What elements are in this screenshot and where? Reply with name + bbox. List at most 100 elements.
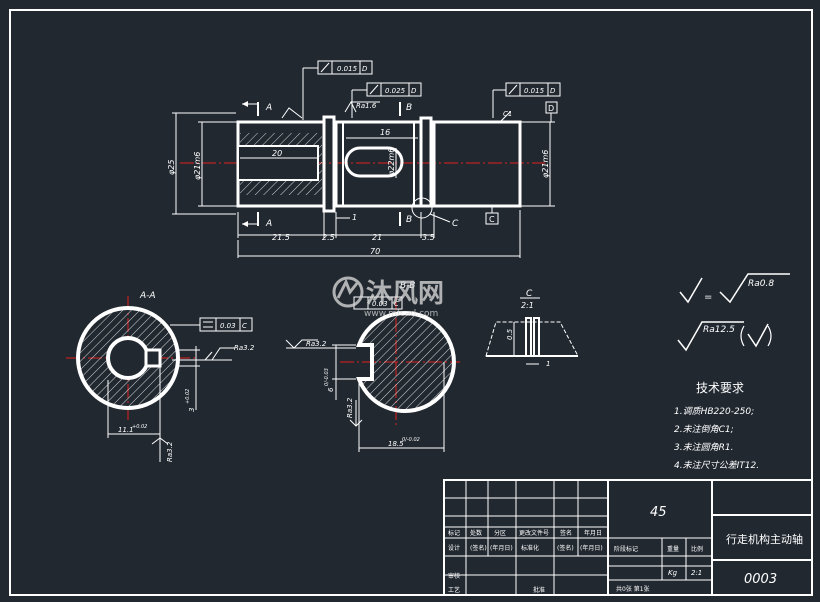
bb-symmetry-frame xyxy=(353,296,403,310)
watermark-logo-icon xyxy=(332,276,364,308)
dim-3-5: 3.5 xyxy=(422,233,435,242)
tol-1-value: 0.015 xyxy=(337,65,358,73)
aa-symmetry-datum: C xyxy=(242,322,247,330)
legend-eq: = xyxy=(704,292,712,303)
datum-c-text: C xyxy=(489,215,495,224)
collar xyxy=(419,116,433,208)
cut-label-b-bottom: B xyxy=(406,215,412,225)
tol-1-datum: D xyxy=(362,65,368,73)
tb-label: 设计 xyxy=(448,544,460,552)
legend-other: Ra12.5 xyxy=(703,325,735,335)
bb-symmetry-value: 0.03 xyxy=(372,300,388,308)
runout-icon xyxy=(369,84,379,95)
key-slot xyxy=(344,146,404,178)
tol-frame-1 xyxy=(317,60,373,75)
tech-req-item: 2.未注倒角C1; xyxy=(674,424,734,435)
tb-label: 分区 xyxy=(494,529,506,537)
tech-req-title: 技术要求 xyxy=(696,381,744,395)
tb-drawing-no: 0003 xyxy=(744,572,777,587)
dim-slot-gap: 1 xyxy=(352,213,357,222)
cut-label-a-bottom: A xyxy=(265,219,272,229)
aa-bore xyxy=(106,336,150,380)
tb-process: 工艺 xyxy=(448,586,460,594)
watermark-brand: 沐风网 xyxy=(366,279,444,309)
detail-dim-1: 1 xyxy=(546,360,550,368)
detail-c-title: C xyxy=(526,289,533,299)
aa-depth-tol: +0.02 xyxy=(132,424,147,430)
bb-symmetry-datum: C xyxy=(394,300,399,308)
dim-bore-20: 20 xyxy=(272,149,282,158)
check-icon xyxy=(679,277,703,304)
bb-roughness-left: Ra3.2 xyxy=(306,340,327,348)
section-aa-title: A-A xyxy=(139,291,156,301)
aa-symmetry-frame xyxy=(199,317,253,332)
detail-c: C 2:1 0.5 1 xyxy=(485,289,579,368)
dim-70: 70 xyxy=(370,247,380,256)
title-block: 标记 处数 分区 更改文件号 签名 年月日 设计 (签名) (年月日) 标准化 … xyxy=(443,479,813,596)
tb-label: (年月日) xyxy=(580,544,603,552)
roughness-symbol xyxy=(344,100,357,113)
watermark: 沐风网 www.mfcad.com xyxy=(332,276,444,319)
dim-slot-16: 16 xyxy=(380,128,390,137)
check-icon xyxy=(747,323,769,348)
aa-depth: 11.1 xyxy=(118,426,134,434)
roughness-symbol xyxy=(293,339,318,349)
tol-3-value: 0.015 xyxy=(524,87,545,95)
tol-3-datum: D xyxy=(550,87,556,95)
detail-c-scale: 2:1 xyxy=(521,301,534,310)
tb-label: 签名 xyxy=(560,529,572,537)
aa-roughness-side: Ra3.2 xyxy=(234,344,255,352)
runout-icon xyxy=(508,84,518,95)
tech-requirements: 技术要求 1.调质HB220-250; 2.未注倒角C1; 3.未注圆角R1. … xyxy=(674,381,759,471)
tb-sheet: 共0张 第1张 xyxy=(616,585,650,593)
aa-keyway xyxy=(144,348,162,368)
bb-keyed-section xyxy=(356,311,456,413)
cut-label-a-top: A xyxy=(265,103,272,113)
roughness-symbol xyxy=(281,107,303,119)
dim-21-5: 21.5 xyxy=(272,233,290,242)
cut-label-b-top: B xyxy=(406,103,412,113)
tech-req-item: 4.未注尺寸公差IT12. xyxy=(674,460,759,471)
tech-req-item: 3.未注圆角R1. xyxy=(674,442,733,453)
roughness-symbol xyxy=(719,273,790,304)
tb-label: (签名) xyxy=(557,544,574,552)
tb-label: (签名) xyxy=(470,544,487,552)
dim-21: 21 xyxy=(372,233,382,242)
main-view: 21.5 2.5 21 3.5 70 20 16 1 φ25 φ21m6 φ22… xyxy=(167,60,561,258)
middle-section xyxy=(334,120,423,208)
tb-label: 标记 xyxy=(448,529,460,537)
dim-d22: φ22m6 xyxy=(387,148,396,176)
detail-dim-05: 0.5 xyxy=(506,328,514,340)
tb-scale-value: 2:1 xyxy=(691,569,702,577)
tol-2-datum: D xyxy=(411,87,417,95)
bb-roughness-bottom: Ra3.2 xyxy=(346,397,354,418)
tech-req-item: 1.调质HB220-250; xyxy=(674,406,754,417)
drawing-frame xyxy=(9,9,813,596)
tb-scale-label: 比例 xyxy=(691,545,703,553)
neck xyxy=(322,115,336,213)
bb-width: 6 xyxy=(327,387,335,392)
aa-keyway-width: 3 xyxy=(188,408,196,412)
bb-depth-tol: 0/-0.02 xyxy=(402,437,420,443)
roughness-symbol xyxy=(677,321,744,352)
tb-label: (年月日) xyxy=(490,544,513,552)
bb-depth: 18.5 xyxy=(388,440,404,448)
roughness-symbol xyxy=(151,437,169,445)
tol-frame-2 xyxy=(366,82,422,97)
runout-icon xyxy=(320,62,330,73)
roughness-symbol xyxy=(349,419,363,427)
aa-keyway-width-tol: +0.02 xyxy=(185,389,191,404)
watermark-url: www.mfcad.com xyxy=(364,309,438,319)
section-aa: A-A 0.03 C Ra3.2 3 +0.02 11.1 +0.02 xyxy=(66,291,255,462)
chamfer-c1: C1 xyxy=(503,110,512,118)
detail-c-marker xyxy=(411,197,433,219)
tb-material: 45 xyxy=(650,505,667,520)
tb-label: 更改文件号 xyxy=(519,529,549,537)
dim-d25: φ25 xyxy=(167,160,176,175)
datum-d-text: D xyxy=(548,104,554,113)
roughness-top: Ra1.6 xyxy=(356,102,377,110)
right-shaft xyxy=(432,120,522,208)
tb-label: 年月日 xyxy=(584,529,602,537)
